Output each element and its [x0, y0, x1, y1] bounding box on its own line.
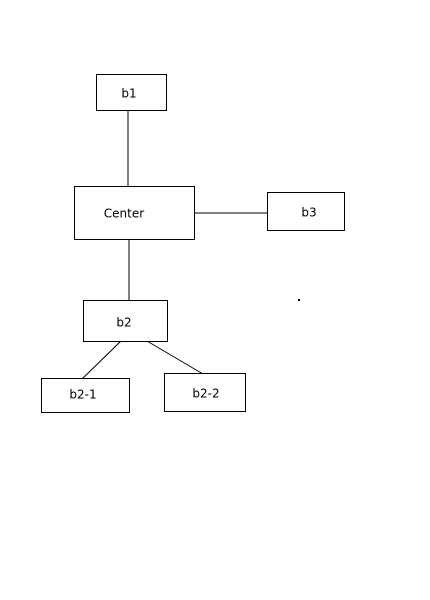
node-b2-1-box	[41, 378, 130, 413]
node-b1-box	[96, 74, 167, 111]
node-b2-2: b2-2	[164, 373, 246, 412]
edges	[81, 110, 267, 380]
node-b1: b1	[96, 74, 167, 111]
node-b2-2-box	[164, 373, 246, 412]
node-b3-box	[267, 192, 345, 231]
node-b1-label: b1	[121, 87, 136, 101]
node-b2-1: b2-1	[41, 378, 130, 413]
stray-dot	[298, 299, 300, 301]
node-b2-box	[83, 300, 168, 342]
edge-b2-b2-1	[81, 340, 122, 380]
node-b3: b3	[267, 192, 345, 231]
node-center-box	[74, 186, 195, 240]
node-b2-1-label: b2-1	[69, 388, 96, 402]
node-center-label: Center	[104, 207, 144, 221]
node-b2-label: b2	[116, 316, 131, 330]
node-b2: b2	[83, 300, 168, 342]
edge-b2-b2-2	[146, 340, 204, 375]
node-b3-label: b3	[301, 206, 316, 220]
node-center: Center	[74, 186, 195, 240]
node-b2-2-label: b2-2	[192, 387, 219, 401]
